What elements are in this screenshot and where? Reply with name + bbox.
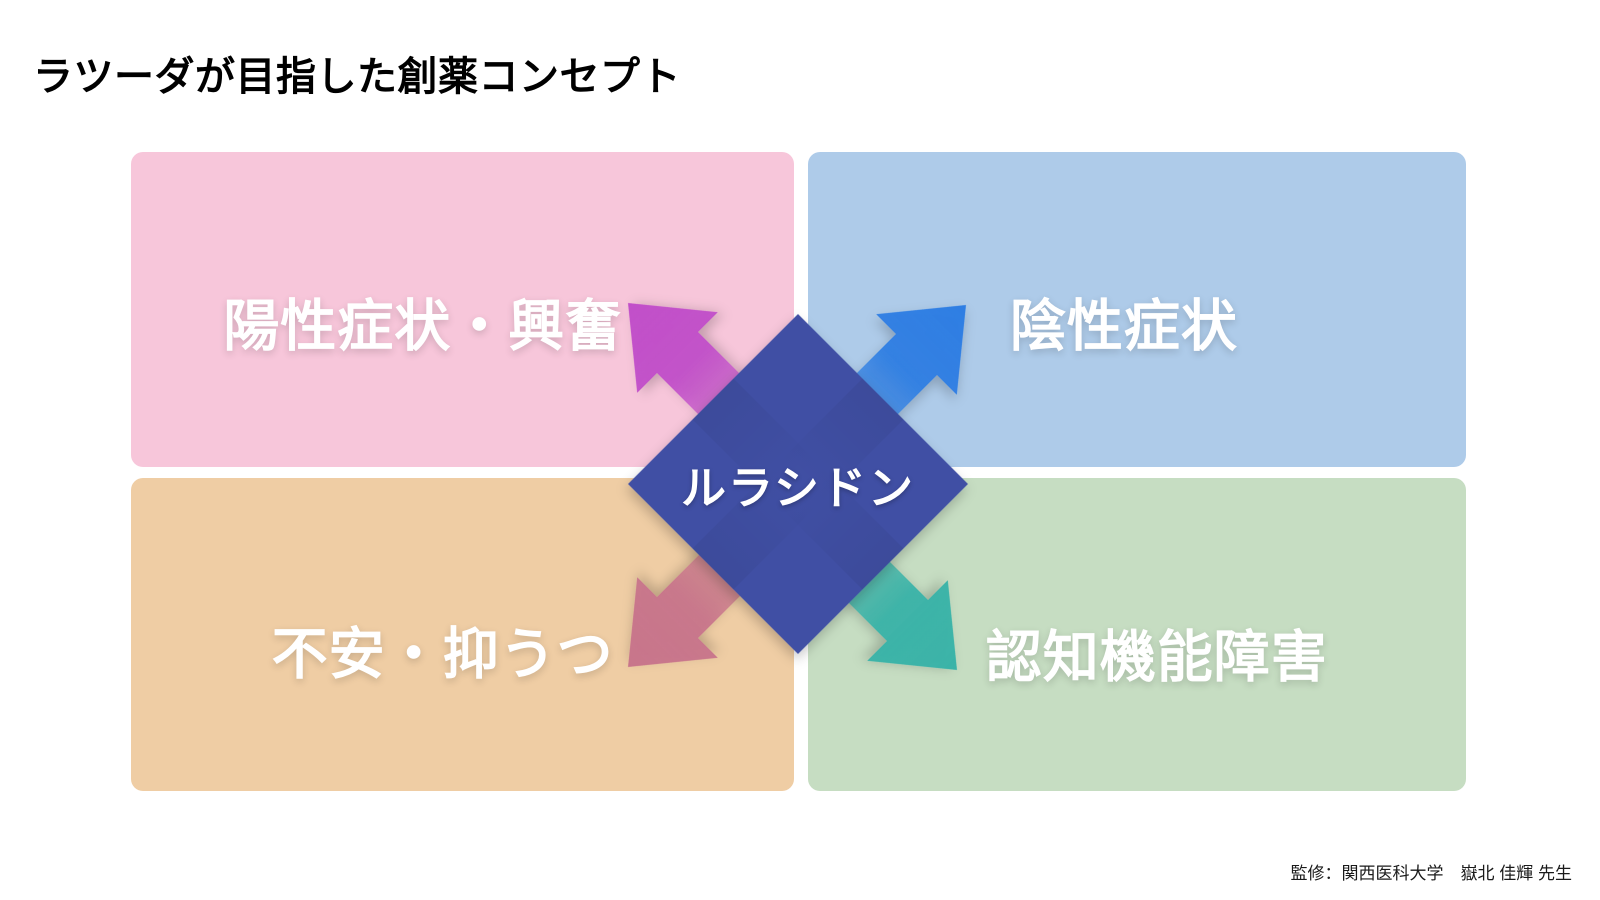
center-diamond-label: ルラシドン xyxy=(680,462,916,514)
supervision-credit: 監修：関西医科大学 嶽北 佳輝 先生 xyxy=(1290,864,1572,883)
quadrant-top-right: 陰性症状 xyxy=(808,152,1466,467)
quadrant-label-cognitive-impairment: 認知機能障害 xyxy=(985,625,1328,689)
page-title: ラツーダが目指した創薬コンセプト xyxy=(33,55,681,99)
quadrant-top-left: 陽性症状・興奮 xyxy=(131,152,794,467)
quadrant-label-negative-symptoms: 陰性症状 xyxy=(1009,294,1238,358)
quadrant-bottom-right: 認知機能障害 xyxy=(808,478,1466,791)
quadrant-label-anxiety-depression: 不安・抑うつ xyxy=(271,622,614,686)
quadrant-bottom-left: 不安・抑うつ xyxy=(131,478,794,791)
quadrant-label-positive-symptoms: 陽性症状・興奮 xyxy=(223,294,623,358)
